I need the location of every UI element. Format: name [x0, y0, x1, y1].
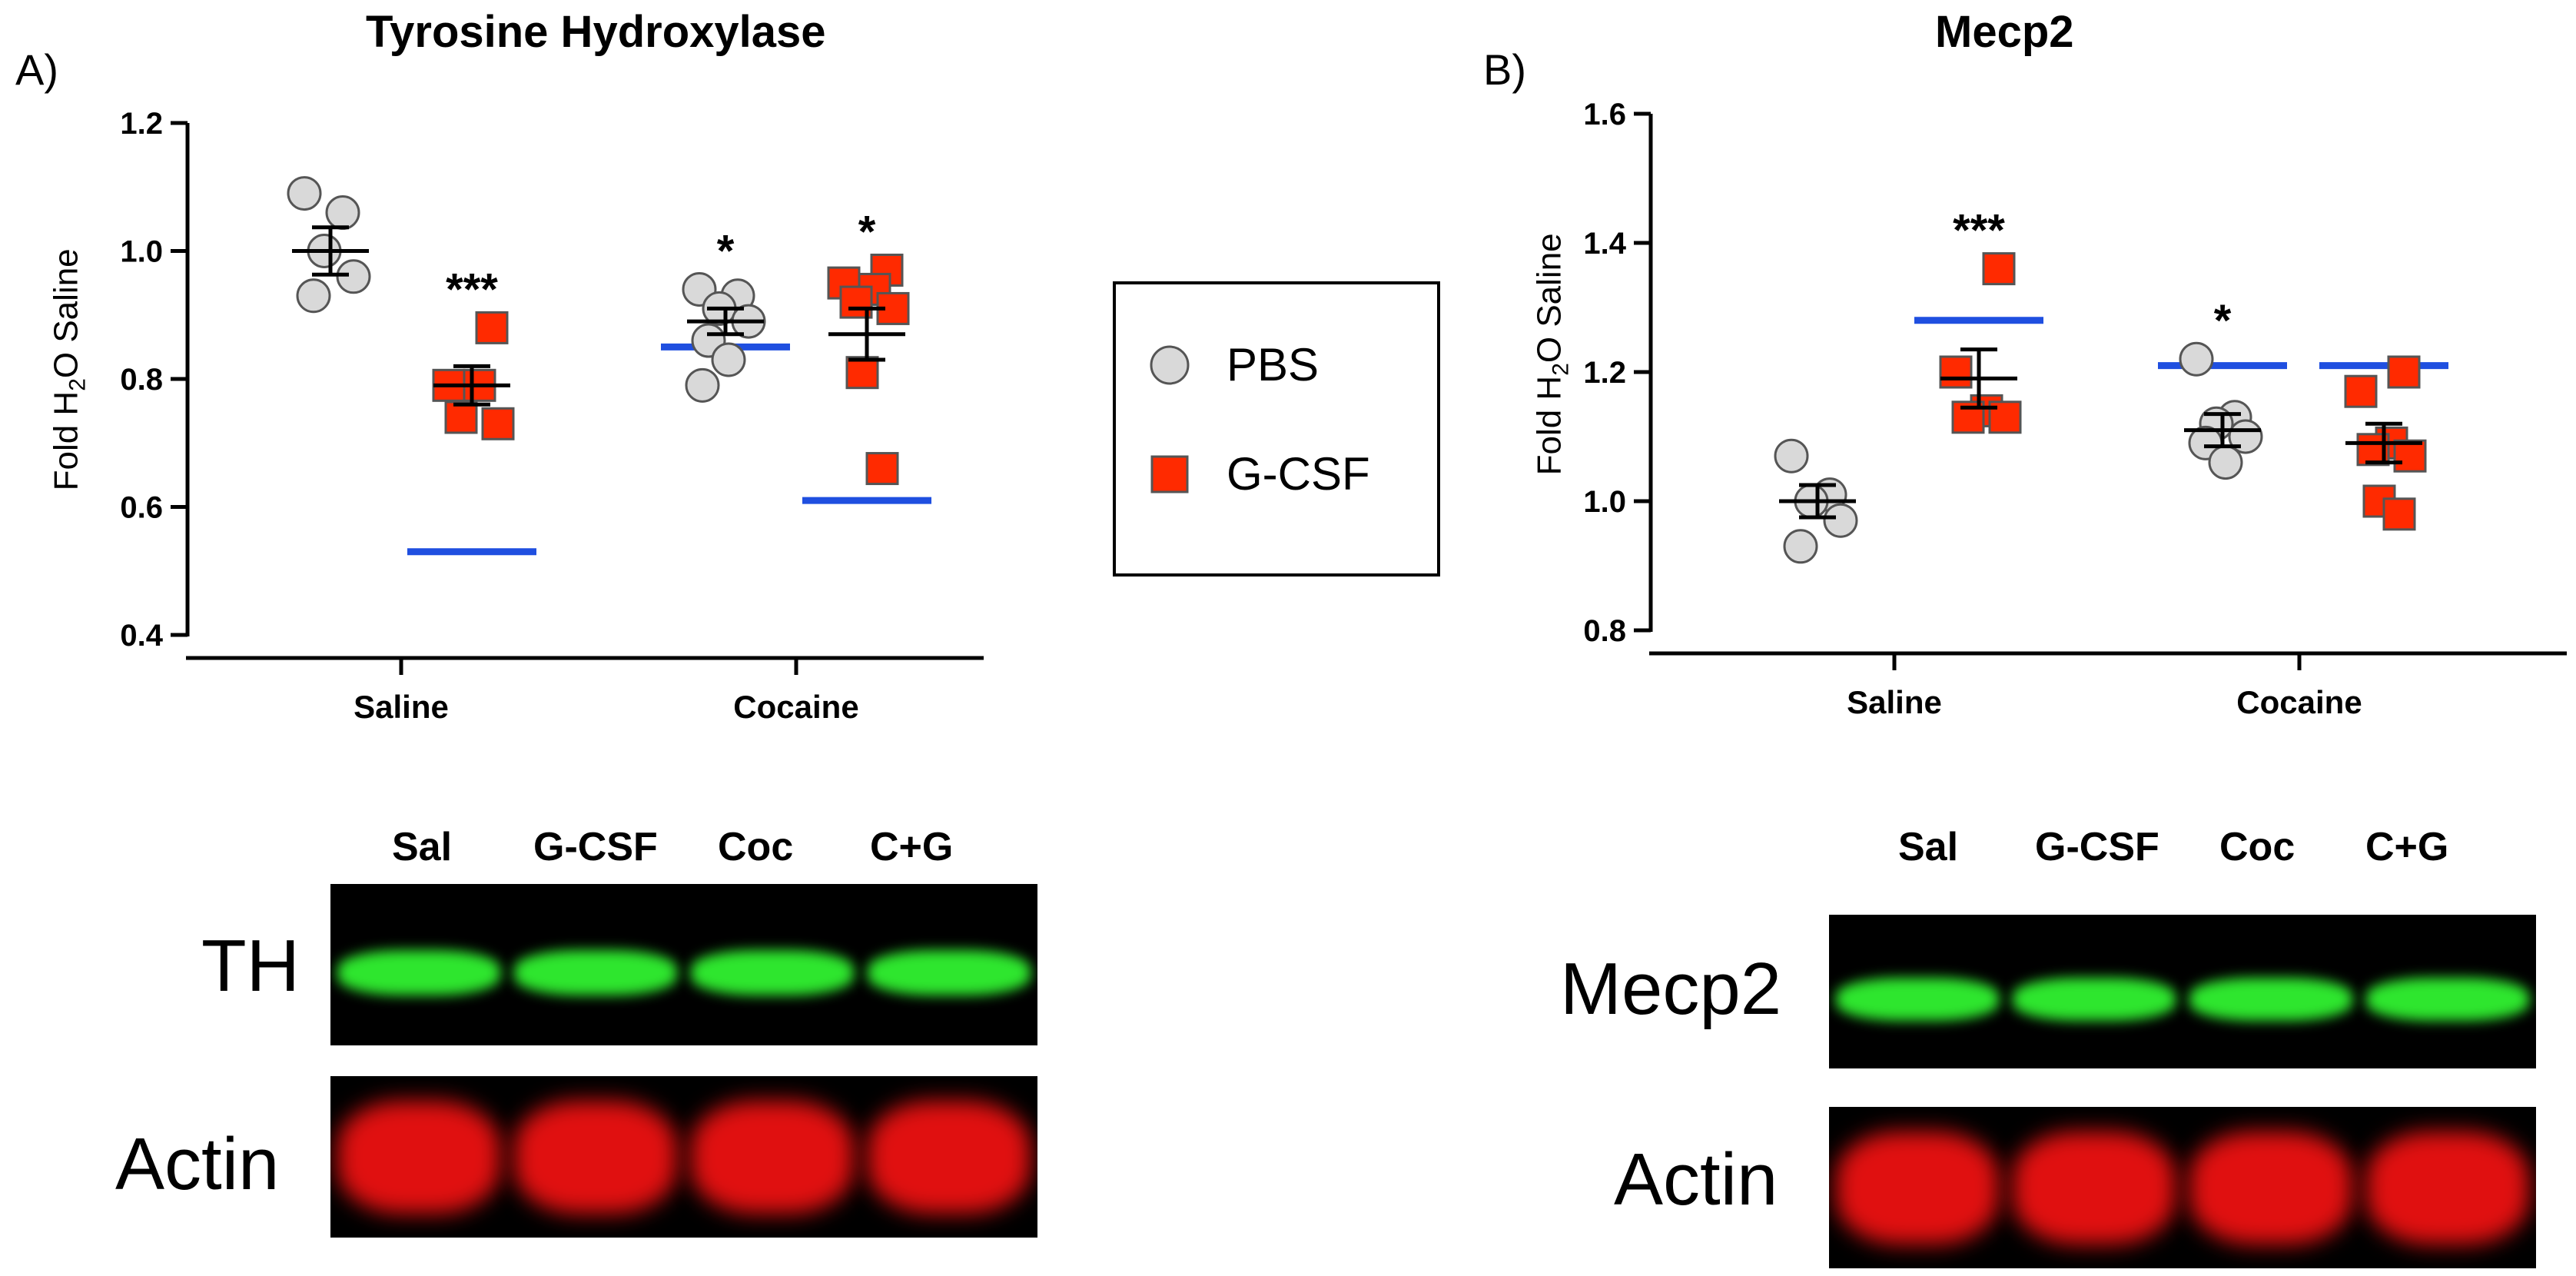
- y-tick-label: 1.2: [120, 107, 163, 141]
- lane-label: Coc: [718, 825, 794, 869]
- significance-stars: *: [2214, 296, 2232, 346]
- significance-stars: *: [717, 226, 735, 276]
- lane-label: G-CSF: [2035, 825, 2159, 869]
- lane-label: Coc: [2219, 825, 2295, 869]
- blot-band: [337, 950, 500, 995]
- y-tick-label: 0.8: [1583, 614, 1626, 648]
- data-point-pbs: [325, 195, 360, 231]
- data-point-pbs: [685, 367, 720, 403]
- data-point-gcsf: [475, 311, 509, 344]
- blot-band: [691, 950, 854, 995]
- blot-row-label: TH: [201, 925, 300, 1007]
- blot-band: [1836, 1131, 1999, 1244]
- x-category-label: Saline: [1847, 684, 1942, 720]
- y-tick-label: 1.4: [1583, 227, 1626, 261]
- blot-strip-actin: [1829, 1107, 2536, 1268]
- y-tick-label: 1.6: [1583, 98, 1626, 131]
- significance-stars: *: [858, 207, 876, 257]
- data-point-gcsf: [481, 407, 515, 440]
- data-point-gcsf: [2393, 439, 2427, 473]
- blot-strip-actin: [330, 1076, 1037, 1238]
- x-category-label: Cocaine: [733, 689, 858, 725]
- data-point-gcsf: [865, 452, 899, 486]
- blot-band: [2013, 1131, 2176, 1244]
- blot-band: [2366, 1131, 2529, 1244]
- data-point-pbs: [296, 278, 331, 314]
- chart-title-b: Mecp2: [1935, 7, 2074, 57]
- blot-band: [868, 1100, 1031, 1214]
- data-point-gcsf: [444, 400, 478, 434]
- y-tick-label: 1.0: [1583, 485, 1626, 519]
- blot-row-label: Actin: [115, 1123, 280, 1205]
- significance-stars: ***: [446, 264, 498, 314]
- lane-label: C+G: [870, 825, 954, 869]
- lane-label: Sal: [392, 825, 453, 869]
- data-point-gcsf: [2344, 374, 2378, 408]
- western-blot-b: Sal G-CSF Coc C+G Mecp2 Actin: [1460, 815, 2576, 1276]
- y-tick-label: 0.4: [120, 619, 163, 653]
- blot-row-label: Actin: [1614, 1138, 1778, 1221]
- panel-letter-b: B): [1483, 45, 1526, 94]
- x-category-label: Cocaine: [2236, 684, 2362, 720]
- data-point-pbs: [287, 176, 322, 211]
- legend-label-pbs: PBS: [1227, 339, 1320, 390]
- data-point-gcsf: [845, 356, 879, 390]
- data-point-pbs: [1783, 529, 1818, 564]
- legend-circle-marker: [1150, 345, 1190, 384]
- data-point-pbs: [711, 342, 746, 377]
- blot-band: [1836, 978, 1999, 1021]
- lane-label: C+G: [2365, 825, 2449, 869]
- blot-band: [337, 1100, 500, 1214]
- western-blot-a: Sal G-CSF Coc C+G TH Actin: [0, 815, 1037, 1276]
- data-point-pbs: [2208, 445, 2243, 480]
- blot-strip-th: [330, 884, 1037, 1045]
- lane-label: Sal: [1898, 825, 1959, 869]
- blot-row-label: Mecp2: [1560, 948, 1782, 1030]
- data-point-pbs: [2179, 341, 2214, 377]
- y-tick-label: 1.2: [1583, 356, 1626, 390]
- blot-band: [514, 1100, 677, 1214]
- significance-stars: ***: [1953, 206, 2005, 256]
- blot-band: [2366, 978, 2529, 1021]
- legend-label-gcsf: G-CSF: [1227, 448, 1370, 500]
- blot-band: [2013, 978, 2176, 1021]
- data-point-pbs: [1774, 438, 1809, 474]
- chart-title-a: Tyrosine Hydroxylase: [366, 7, 826, 57]
- data-point-gcsf: [1982, 252, 2016, 286]
- y-tick-label: 1.0: [120, 235, 163, 269]
- y-tick-label: 0.8: [120, 363, 163, 397]
- legend-item-pbs: PBS: [1147, 338, 1319, 391]
- legend: PBS G-CSF: [1113, 281, 1440, 577]
- legend-item-gcsf: G-CSF: [1147, 447, 1370, 500]
- data-point-gcsf: [2382, 497, 2416, 531]
- blot-band: [2189, 1131, 2352, 1244]
- blot-band: [868, 950, 1031, 995]
- blot-band: [2189, 978, 2352, 1021]
- panel-letter-a: A): [15, 45, 58, 94]
- data-point-gcsf: [1939, 355, 1973, 389]
- lane-label: G-CSF: [533, 825, 658, 869]
- y-tick-label: 0.6: [120, 491, 163, 525]
- legend-square-marker: [1150, 455, 1189, 493]
- blot-strip-mecp2: [1829, 915, 2536, 1068]
- data-point-gcsf: [2387, 355, 2421, 389]
- data-point-pbs: [1823, 503, 1858, 538]
- x-category-label: Saline: [354, 689, 449, 725]
- blot-band: [691, 1100, 854, 1214]
- blot-band: [514, 950, 677, 995]
